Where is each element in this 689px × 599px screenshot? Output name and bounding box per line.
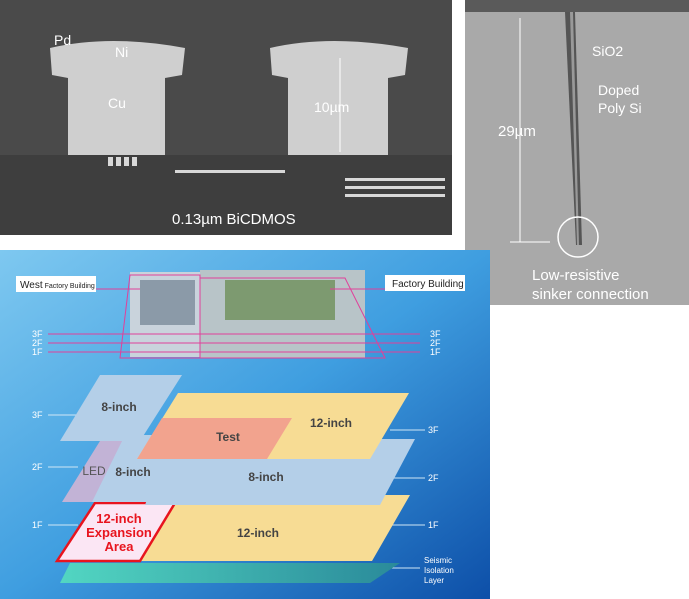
seismic-isolation-layer xyxy=(60,563,400,583)
label-poly-si: Poly Si xyxy=(598,100,642,116)
label-ni: Ni xyxy=(115,44,128,60)
layer-floor-2f: 2F xyxy=(32,462,43,472)
label-3f-west-8inch: 8-inch xyxy=(101,400,136,414)
floor-label-3f: 3F xyxy=(32,329,43,339)
floor-label-1f-right: 1F xyxy=(430,347,441,357)
area-3f-test xyxy=(137,418,292,459)
layer-floor-1f-right: 1F xyxy=(428,520,439,530)
caption-bicdmos: 0.13µm BiCDMOS xyxy=(172,211,296,228)
floor-label-1f: 1F xyxy=(32,347,43,357)
label-2f-west-8inch: 8-inch xyxy=(115,465,150,479)
seismic-label-3: Layer xyxy=(424,576,444,585)
layer-floor-3f: 3F xyxy=(32,410,43,420)
label-pd: Pd xyxy=(54,32,71,48)
sem-image-bicdmos: Pd Ni Cu 10µm 0.13µm BiCDMOS xyxy=(0,0,452,235)
factory-building-label: Factory Building xyxy=(392,279,464,290)
bump-right xyxy=(270,41,408,155)
label-sinker-connection: sinker connection xyxy=(532,286,649,303)
floor-label-2f: 2F xyxy=(32,338,43,348)
label-2f-8inch: 8-inch xyxy=(248,470,283,484)
seismic-label-1: Seismic xyxy=(424,556,452,565)
area-3f-west-8inch xyxy=(60,375,182,441)
area-1f-12inch xyxy=(140,495,410,561)
bump-left xyxy=(50,41,185,155)
label-cu: Cu xyxy=(108,95,126,111)
layer-floor-3f-right: 3F xyxy=(428,425,439,435)
label-test: Test xyxy=(216,430,240,444)
floor-label-2f-right: 2F xyxy=(430,338,441,348)
label-expansion-1: 12-inch xyxy=(96,511,142,526)
label-led: LED xyxy=(82,464,106,478)
label-expansion-3: Area xyxy=(105,539,135,554)
seismic-label-2: Isolation xyxy=(424,566,454,575)
label-10um: 10µm xyxy=(314,99,349,115)
label-expansion-2: Expansion xyxy=(86,525,152,540)
label-29um: 29µm xyxy=(498,123,536,140)
floor-label-3f-right: 3F xyxy=(430,329,441,339)
layer-floor-1f: 1F xyxy=(32,520,43,530)
label-sio2: SiO2 xyxy=(592,43,623,59)
label-doped: Doped xyxy=(598,82,639,98)
label-3f-12inch: 12-inch xyxy=(310,416,352,430)
factory-building-photo xyxy=(130,270,365,358)
sem-image-trench: SiO2 Doped Poly Si 29µm Low-resistive si… xyxy=(465,0,689,305)
label-1f-12inch: 12-inch xyxy=(237,526,279,540)
layer-floor-2f-right: 2F xyxy=(428,473,439,483)
label-low-resistive: Low-resistive xyxy=(532,267,620,284)
